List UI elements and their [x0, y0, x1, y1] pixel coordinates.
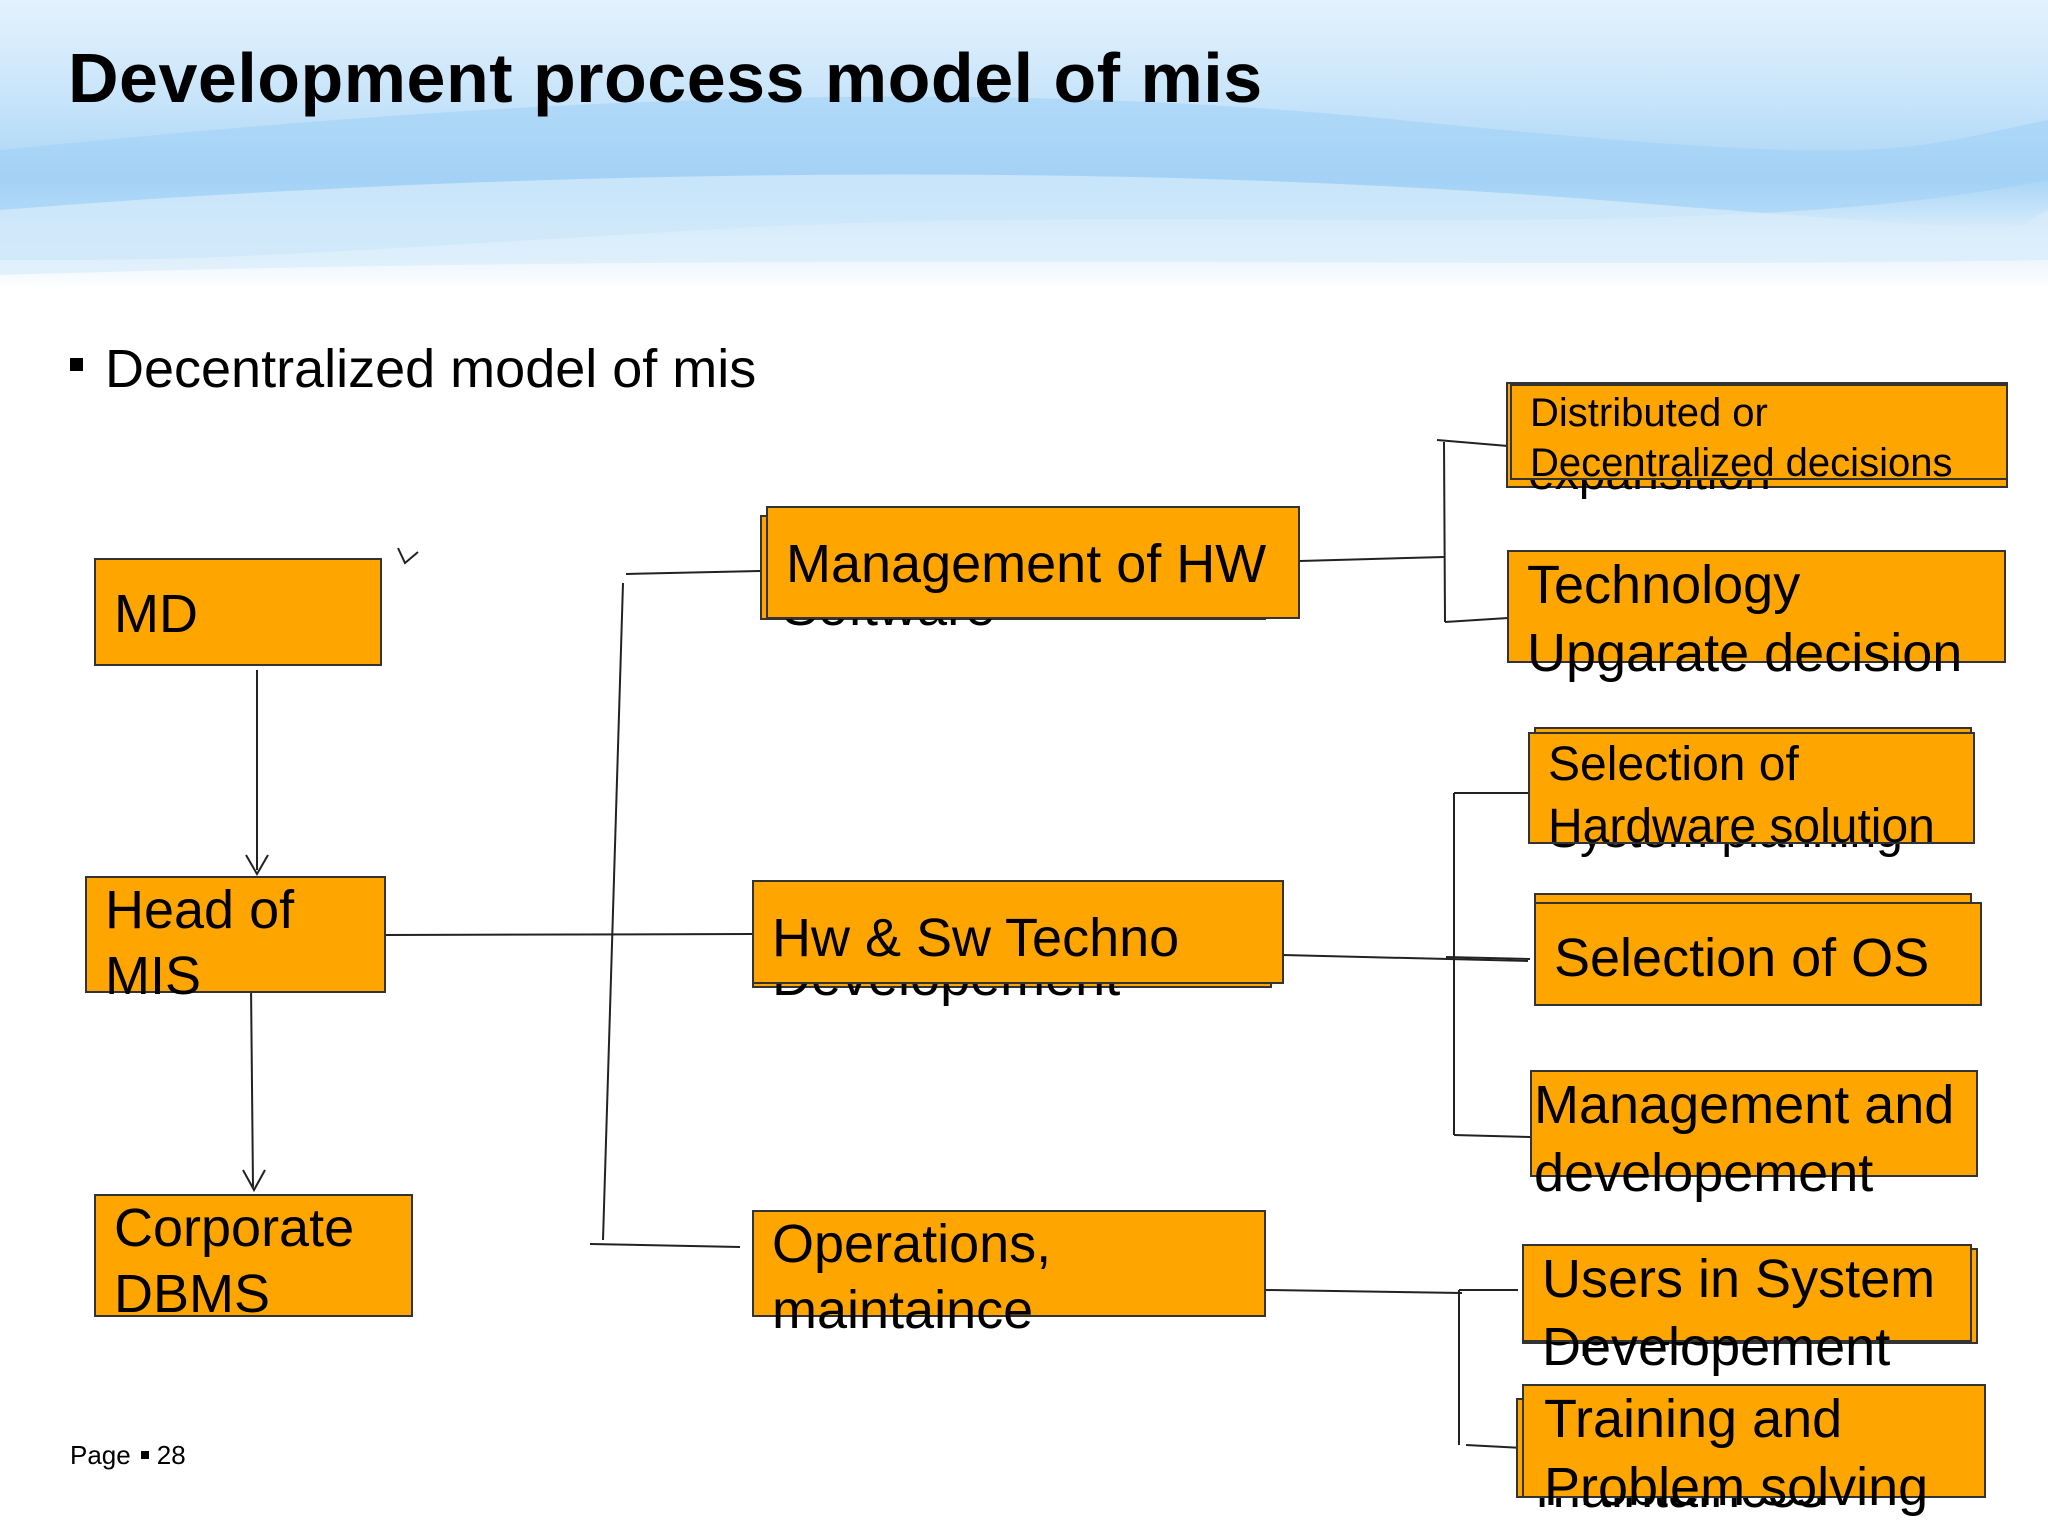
- selection-os-label: Selection of OS: [1554, 928, 1930, 988]
- corporate-dbms-line1: Corporate: [114, 1198, 355, 1258]
- operations-line1: Operations,: [772, 1214, 1052, 1274]
- head-of-mis-box: Head of MIS: [85, 876, 386, 1006]
- distributed-decisions-box: Distributed or Decentralized decisions: [1510, 384, 2008, 485]
- training-line2: Problem solving: [1544, 1456, 1929, 1517]
- md-label: MD: [114, 584, 198, 644]
- technology-line1: Technology: [1527, 555, 1801, 615]
- md-box: MD: [94, 558, 382, 666]
- page-footer: Page 28: [70, 1440, 186, 1471]
- management-hw-label: Management of HW: [786, 534, 1267, 594]
- selection-hw-line1: Selection of: [1548, 738, 1799, 791]
- mgmt-dev-line2: developement: [1534, 1142, 1874, 1203]
- users-system-box: Users in System Developement: [1522, 1244, 1972, 1377]
- bullet-square-icon: [70, 358, 83, 371]
- management-developement-box: Management and developement: [1530, 1070, 1978, 1203]
- technology-line2: Upgarate decision: [1527, 622, 1963, 683]
- management-hw-box: Management of HW: [766, 506, 1300, 619]
- footer-square-icon: [140, 1451, 149, 1460]
- mgmt-dev-line1: Management and: [1534, 1075, 1955, 1135]
- hwsw-techno-label: Hw & Sw Techno: [772, 908, 1180, 968]
- hwsw-techno-box: Hw & Sw Techno: [752, 880, 1284, 984]
- users-line1: Users in System: [1542, 1249, 1936, 1309]
- corporate-dbms-line2: DBMS: [114, 1263, 271, 1324]
- head-of-mis-line1: Head of: [105, 880, 295, 940]
- users-line2: Developement: [1542, 1316, 1891, 1377]
- technology-box: Technology Upgarate decision: [1507, 550, 2006, 683]
- distributed-line1: Distributed or: [1530, 391, 1768, 435]
- bullet-item: Decentralized model of mis: [70, 338, 756, 400]
- operations-line2: maintaince: [772, 1279, 1034, 1340]
- distributed-line2: Decentralized decisions: [1530, 441, 1953, 485]
- training-problem-box: Training and Problem solving: [1522, 1384, 1986, 1517]
- head-of-mis-line2: MIS: [105, 945, 202, 1006]
- corporate-dbms-box: Corporate DBMS: [94, 1194, 413, 1324]
- selection-hardware-box: Selection of Hardware solution: [1528, 732, 1975, 853]
- selection-hw-line2: Hardware solution: [1548, 800, 1935, 854]
- bullet-text: Decentralized model of mis: [105, 339, 757, 399]
- page-label: Page: [70, 1440, 131, 1470]
- page-number: 28: [156, 1440, 186, 1470]
- banner-wave: [0, 96, 2048, 275]
- operations-box: Operations, maintaince: [752, 1210, 1266, 1340]
- selection-os-box: Selection of OS: [1534, 902, 1982, 1006]
- page-title: Development process model of mis: [68, 39, 1263, 117]
- training-line1: Training and: [1544, 1389, 1843, 1449]
